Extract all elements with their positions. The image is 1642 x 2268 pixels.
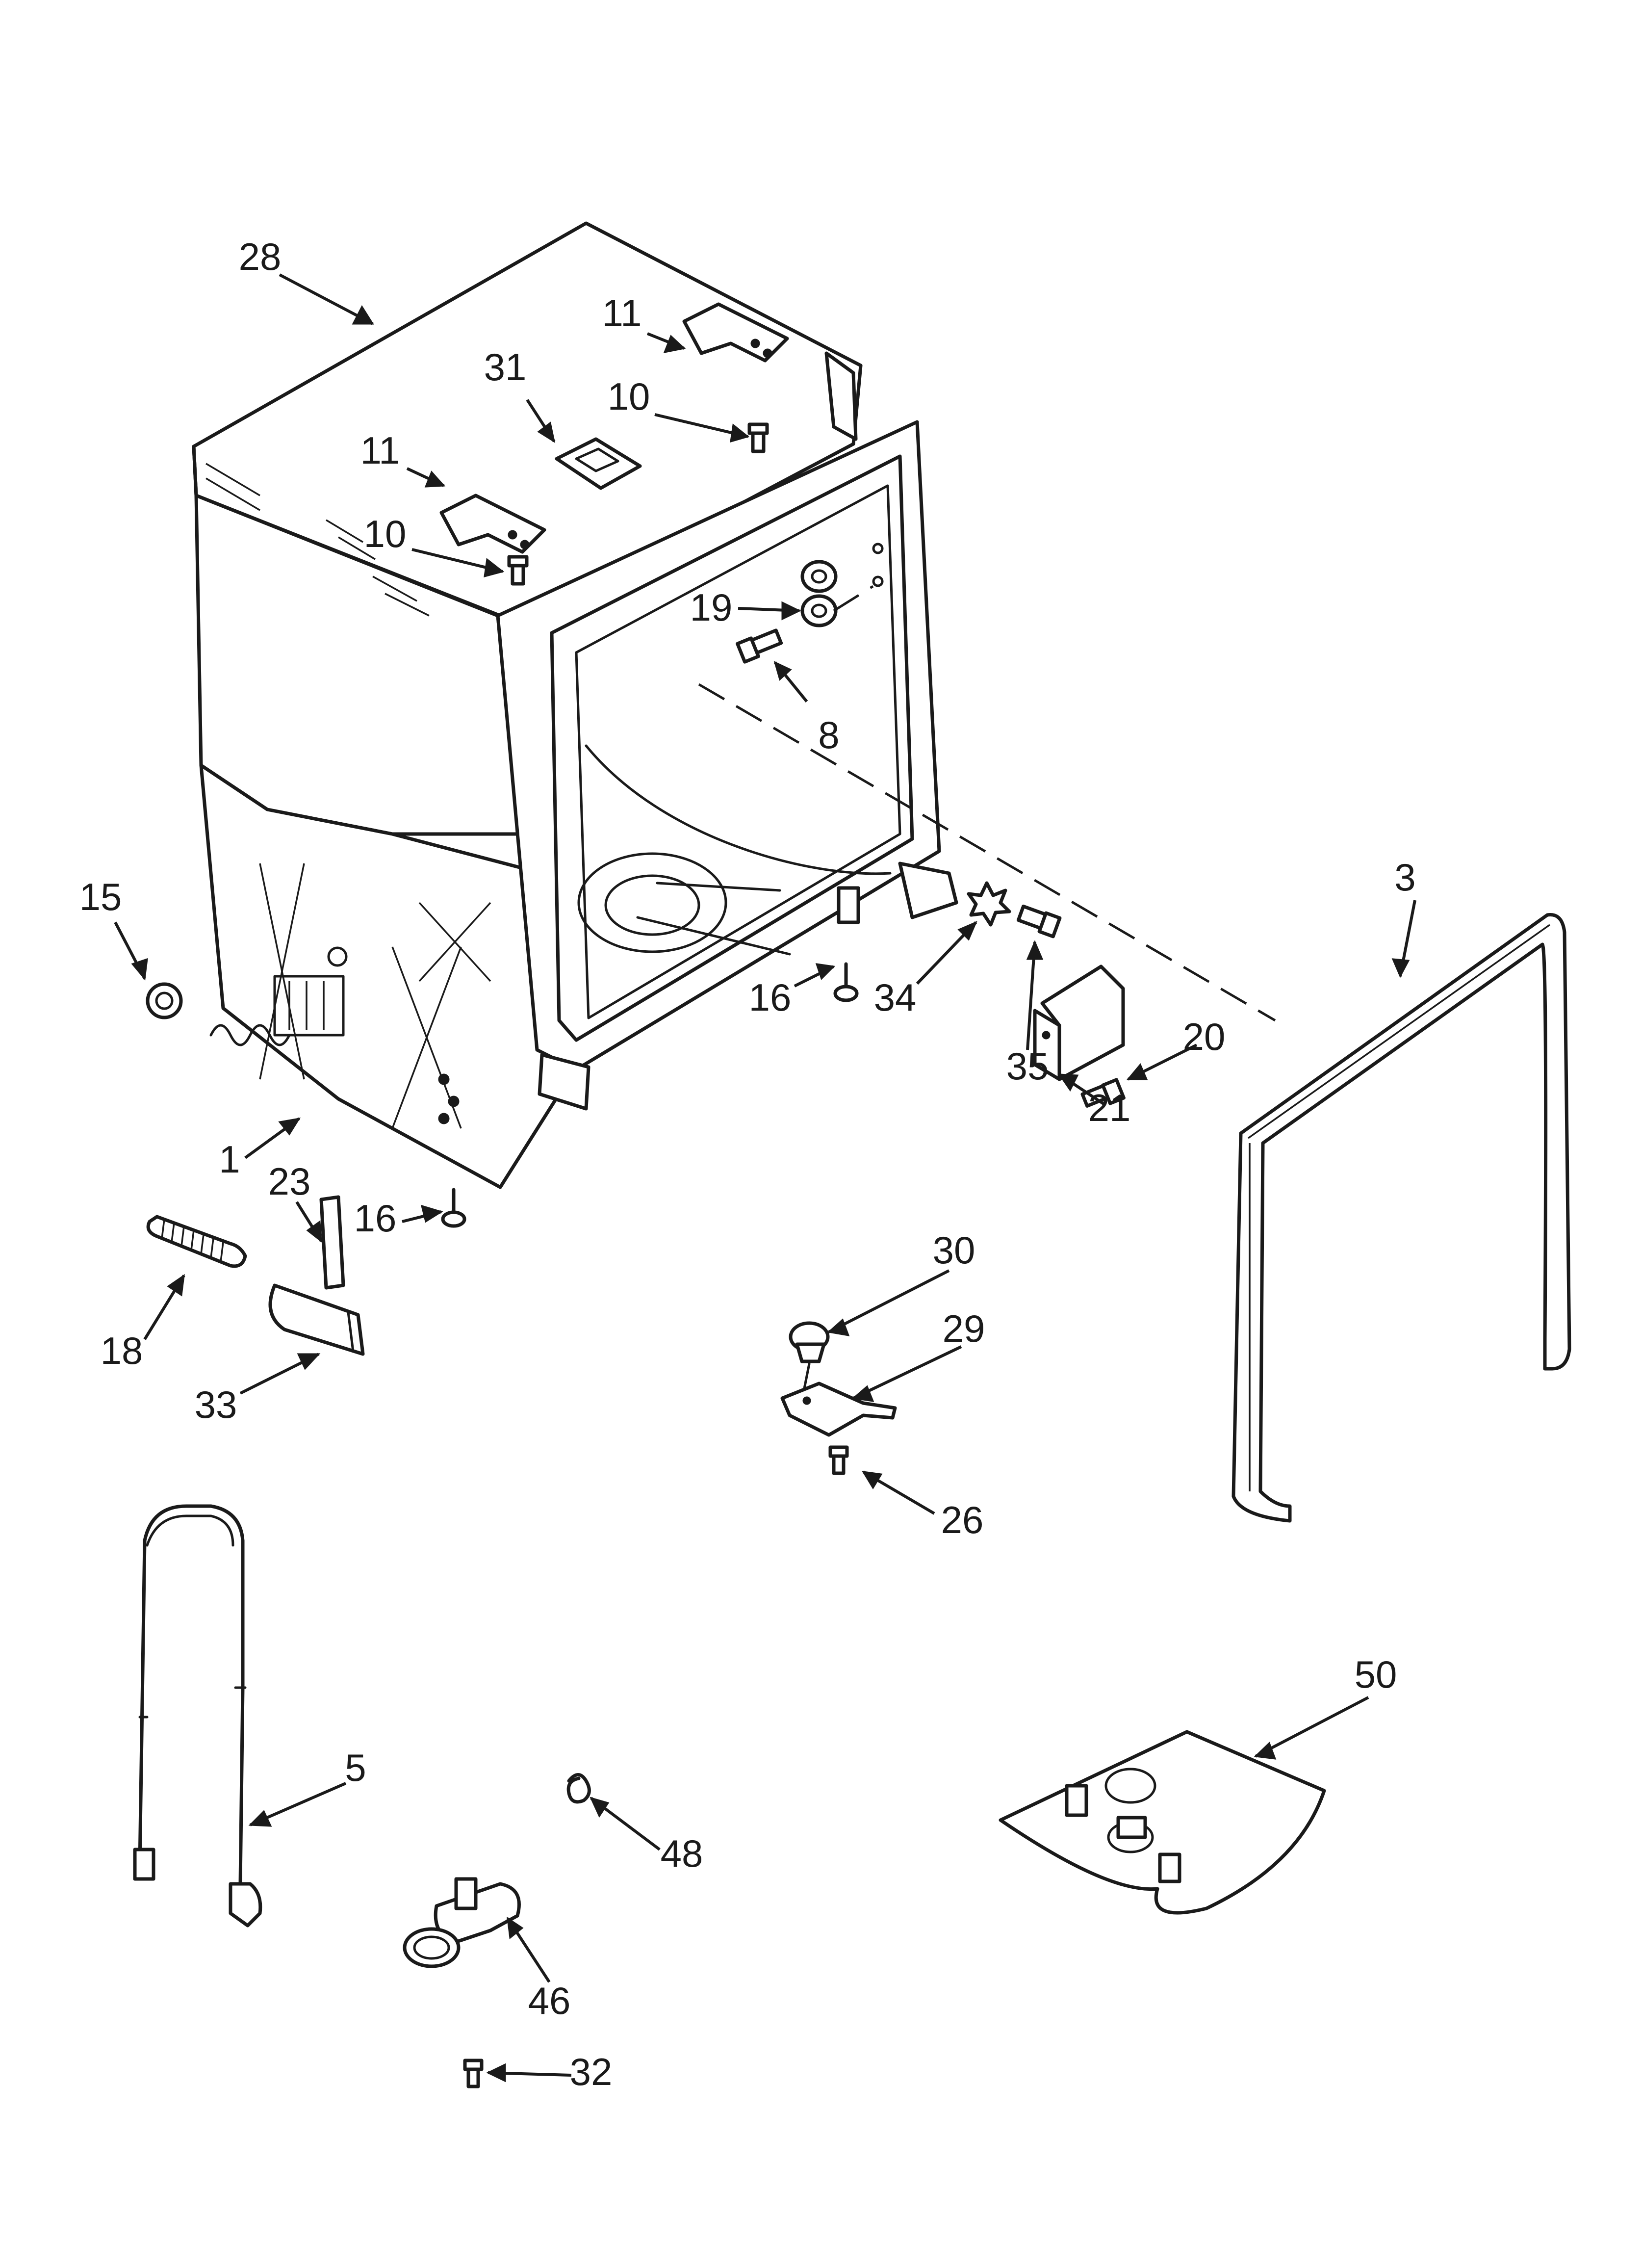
insulation-strip bbox=[319, 1195, 345, 1290]
screw-lower bbox=[507, 555, 529, 586]
screw-upper bbox=[747, 422, 769, 453]
hose-clamp-assembly bbox=[403, 1877, 521, 1968]
spring bbox=[146, 1215, 247, 1268]
callout-c34: 34 bbox=[874, 976, 917, 1019]
dishrack-rollers bbox=[800, 543, 884, 627]
callout-c35: 35 bbox=[1006, 1044, 1049, 1088]
grommet bbox=[146, 982, 183, 1019]
callout-c11a: 11 bbox=[602, 291, 642, 335]
callout-c20: 20 bbox=[1183, 1015, 1226, 1058]
callout-c16a: 16 bbox=[749, 976, 792, 1019]
callout-c5: 5 bbox=[345, 1746, 366, 1789]
hinge-bracket-upper bbox=[682, 302, 789, 363]
callout-c10b: 10 bbox=[364, 512, 407, 555]
door-switch bbox=[789, 1321, 830, 1363]
callout-c48: 48 bbox=[661, 1832, 703, 1875]
callout-c31: 31 bbox=[484, 345, 527, 389]
roller-screw bbox=[736, 628, 783, 664]
callout-c23: 23 bbox=[268, 1160, 311, 1203]
callout-c50: 50 bbox=[1355, 1653, 1397, 1696]
callout-c3: 3 bbox=[1394, 856, 1415, 899]
mounting-screw bbox=[1016, 904, 1062, 938]
power-cord bbox=[133, 1504, 262, 1928]
mounting-bracket bbox=[1033, 965, 1125, 1081]
callout-c8: 8 bbox=[818, 713, 839, 756]
switch-screw bbox=[828, 1445, 849, 1475]
callout-c15: 15 bbox=[79, 875, 122, 918]
callout-c32: 32 bbox=[570, 2050, 613, 2093]
callout-c16b: 16 bbox=[354, 1197, 397, 1240]
door-gasket bbox=[1232, 912, 1571, 1523]
callout-c33: 33 bbox=[195, 1383, 237, 1426]
callout-c19: 19 bbox=[690, 586, 733, 629]
tub-assembly bbox=[192, 221, 958, 1189]
callout-c10a: 10 bbox=[608, 375, 650, 418]
switch-bracket bbox=[780, 1362, 897, 1437]
leader-lines bbox=[114, 273, 1416, 2083]
hinge-bracket-lower bbox=[439, 494, 546, 554]
callout-c11b: 11 bbox=[360, 429, 400, 472]
foam-pad bbox=[268, 1283, 365, 1356]
callout-c21: 21 bbox=[1088, 1086, 1131, 1129]
callout-c28: 28 bbox=[239, 235, 282, 278]
shell-hatching bbox=[205, 463, 430, 617]
star-washer bbox=[967, 881, 1011, 927]
callout-labels: 28 11 31 10 11 10 19 8 15 3 16 34 20 35 21 1 23 16 30 29 18 3… bbox=[79, 235, 1416, 2093]
callout-c46: 46 bbox=[528, 1979, 571, 2022]
leader-arrowheads bbox=[131, 305, 1410, 2083]
callout-c26: 26 bbox=[941, 1498, 984, 1541]
callout-c1: 1 bbox=[219, 1138, 240, 1181]
valve-screw bbox=[463, 2059, 484, 2088]
base-bracing bbox=[259, 863, 491, 1129]
leveling-leg-left bbox=[441, 1188, 466, 1228]
leveling-leg-right bbox=[833, 962, 859, 1002]
callout-c30: 30 bbox=[933, 1228, 975, 1272]
callout-c29: 29 bbox=[943, 1307, 985, 1350]
wire-clip bbox=[566, 1773, 591, 1804]
strike-plate bbox=[555, 437, 642, 490]
parts-bag bbox=[999, 1730, 1326, 1915]
callout-c18: 18 bbox=[101, 1329, 143, 1372]
